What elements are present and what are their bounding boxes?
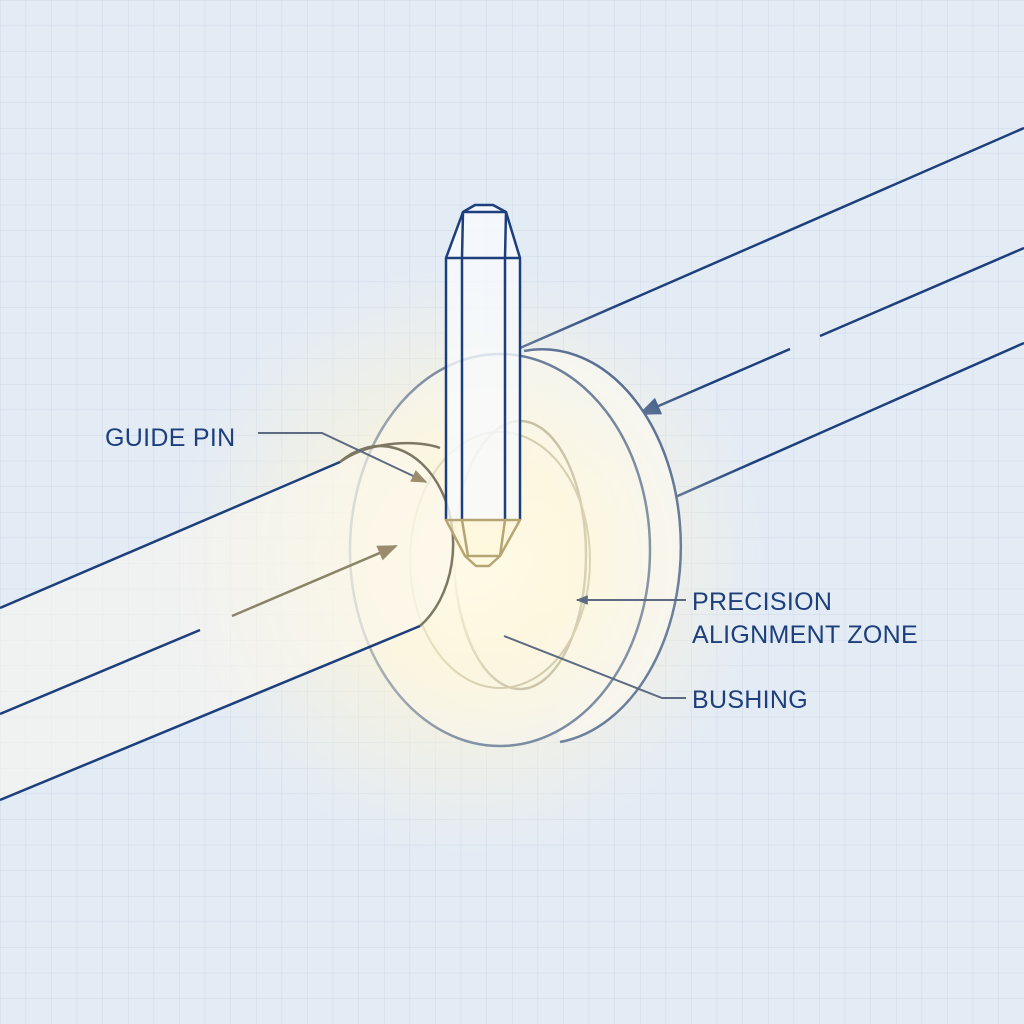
- guide-pin-leader: [258, 432, 428, 483]
- shaft-left: [0, 441, 455, 802]
- bushing-leader: [503, 635, 686, 699]
- guide-pin: [444, 203, 522, 568]
- guide-pin-tip: [444, 518, 522, 568]
- guide-pin-label: GUIDE PIN: [105, 424, 236, 452]
- shaft-left-collar: [339, 441, 441, 464]
- precision-label-line1: PRECISION: [692, 588, 832, 616]
- bushing-label: BUSHING: [692, 686, 808, 714]
- precision-label-line2: ALIGNMENT ZONE: [692, 621, 918, 649]
- shaft-left-centerline: [0, 544, 398, 716]
